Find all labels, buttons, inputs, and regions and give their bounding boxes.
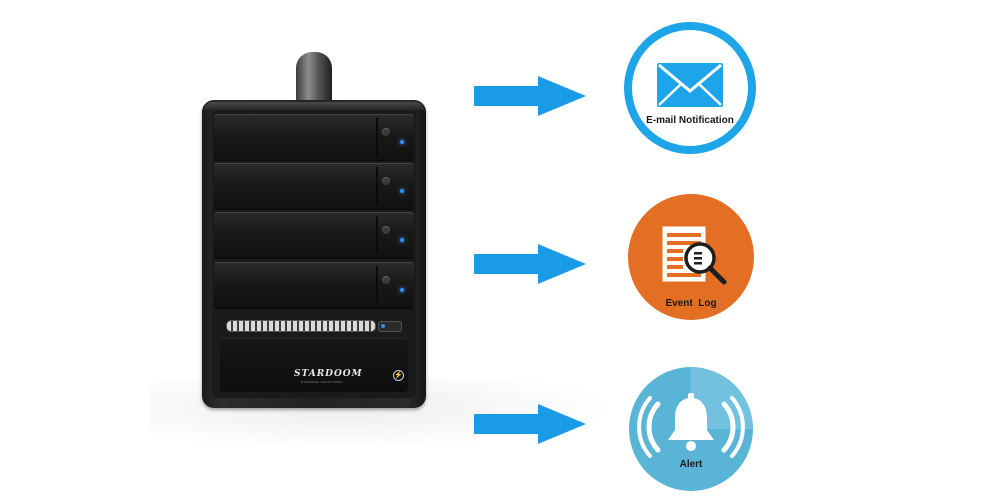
arrow-to-email	[474, 76, 586, 116]
bay-release-button	[382, 177, 390, 185]
power-led	[381, 324, 385, 328]
event-log-label: Event Log	[665, 298, 717, 309]
drive-bay-4	[214, 262, 414, 308]
alert-label: Alert	[679, 459, 703, 470]
status-led-strip	[226, 320, 376, 332]
drive-bay-2	[214, 163, 414, 209]
email-notification-node	[624, 22, 756, 154]
enclosure-top-edge	[204, 102, 424, 110]
bay-status-led	[400, 238, 404, 242]
brand-tagline: STORAGE SOLUTIONS	[301, 380, 343, 384]
document-search-icon	[661, 225, 727, 285]
brand-logo: STARDOOM	[294, 369, 363, 379]
alert-node	[629, 367, 753, 491]
bay-status-led	[400, 288, 404, 292]
bay-release-button	[382, 226, 390, 234]
event-log-node	[628, 194, 754, 320]
bay-release-button	[382, 276, 390, 284]
arrow-to-alert	[474, 404, 586, 444]
email-notification-label: E-mail Notification	[646, 115, 734, 126]
envelope-icon	[657, 63, 723, 107]
thunderbolt-icon: ⚡	[393, 370, 404, 381]
bay-release-button	[382, 128, 390, 136]
bell-alarm-icon	[637, 396, 745, 458]
power-button-housing	[378, 321, 402, 332]
bay-status-led	[400, 189, 404, 193]
arrow-to-event-log	[474, 244, 586, 284]
drive-bay-1	[214, 114, 414, 160]
drive-bay-3	[214, 212, 414, 258]
bay-status-led	[400, 140, 404, 144]
carry-handle	[296, 52, 332, 104]
base-panel	[220, 338, 408, 392]
